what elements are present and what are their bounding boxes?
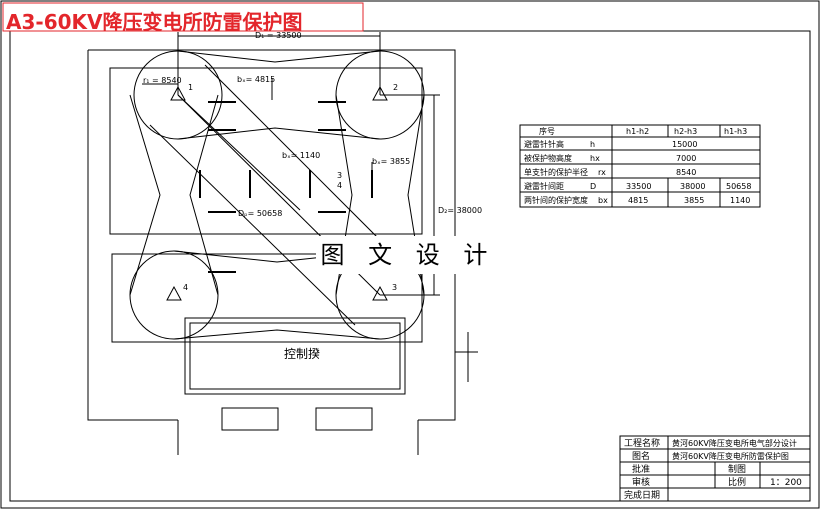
row-label-0: 避雷针针高: [524, 139, 564, 149]
approve-label: 批准: [632, 463, 650, 475]
table-header-3: h1-h3: [724, 127, 747, 136]
row-unit-3: D: [590, 182, 596, 191]
rod-label-1: 1: [188, 83, 193, 92]
parameter-table: [519, 124, 761, 208]
row-unit-1: hx: [590, 154, 600, 163]
inner-border: [9, 30, 811, 502]
control-building-inner: [189, 322, 401, 390]
row-label-1: 被保护物高度: [524, 153, 572, 163]
row-value-3-2: 50658: [726, 182, 751, 191]
lower-yard: [111, 253, 423, 343]
dim-top-label: D₁ = 33500: [255, 31, 302, 40]
equipment-bars: [199, 101, 373, 273]
row-value-4-0: 4815: [628, 196, 648, 205]
envelope-13-b: [204, 64, 409, 269]
project-label: 工程名称: [624, 437, 660, 449]
equipment-box-right: [315, 407, 373, 431]
envelope-14: [129, 94, 161, 296]
drawing-title: A3-60KV降压变电所防雷保护图: [6, 10, 303, 34]
envelope-34: [173, 329, 381, 340]
row-unit-0: h: [590, 140, 595, 149]
envelope-12-inner: [177, 127, 381, 140]
row-label-4: 两针间的保护宽度: [524, 195, 588, 205]
drawing-value: 黄河60KV降压变电所防雷保护图: [672, 451, 789, 461]
envelope-12: [177, 50, 381, 63]
site-boundary: [88, 49, 456, 421]
project-value: 黄河60KV降压变电所电气部分设计: [672, 438, 797, 448]
diagonal-label: Dₚ= 50658: [238, 209, 282, 218]
row-value-4-1: 3855: [684, 196, 704, 205]
diagonal-dim: [177, 94, 301, 211]
drawing-label: 图名: [632, 450, 650, 462]
bx12-label: bₓ= 4815: [237, 75, 275, 84]
protection-circle-4: [129, 250, 219, 340]
row-label-2: 单支针的保护半径: [524, 167, 588, 177]
scale-value: 1：200: [770, 478, 802, 488]
rod-markers: [166, 85, 388, 301]
row-label-3: 避雷针间距: [524, 181, 564, 191]
row-value-3-0: 33500: [626, 182, 651, 191]
row-value-2: 8540: [676, 168, 696, 177]
equipment-box-left: [221, 407, 279, 431]
row-value-1: 7000: [676, 154, 696, 163]
envelope-13-a: [149, 124, 356, 326]
row-unit-2: rx: [598, 168, 606, 177]
center-label-a: 3: [337, 171, 342, 180]
table-header-0: 序号: [539, 126, 555, 136]
date-label: 完成日期: [624, 489, 660, 501]
rod-label-4: 4: [183, 283, 188, 292]
center-label-b: 4: [337, 181, 342, 190]
title-frame: [2, 2, 364, 32]
control-building-outer: [184, 317, 406, 395]
site-boundary-left: [87, 50, 178, 421]
review-label: 审核: [632, 476, 650, 488]
table-header-1: h1-h2: [626, 127, 649, 136]
building-label: 控制揆: [284, 346, 320, 361]
row-value-0: 15000: [672, 140, 697, 149]
row-value-3-1: 38000: [680, 182, 705, 191]
rod-label-3: 3: [392, 283, 397, 292]
bx23-label: bₓ= 3855: [372, 157, 410, 166]
dim-right-label: D₂= 38000: [438, 206, 482, 215]
table-header-2: h2-h3: [674, 127, 697, 136]
watermark: 图 文 设 计: [316, 236, 500, 274]
title-block: [619, 435, 811, 502]
r1-label: r₁ = 8540: [143, 76, 182, 85]
scale-label: 比例: [728, 476, 746, 488]
row-unit-4: bx: [598, 196, 608, 205]
envelope-14-inner: [189, 94, 219, 296]
draw-label: 制图: [728, 463, 746, 475]
rod-label-2: 2: [393, 83, 398, 92]
upper-yard: [109, 67, 423, 235]
row-value-4-2: 1140: [730, 196, 750, 205]
bx14-label: bₓ= 1140: [282, 151, 320, 160]
